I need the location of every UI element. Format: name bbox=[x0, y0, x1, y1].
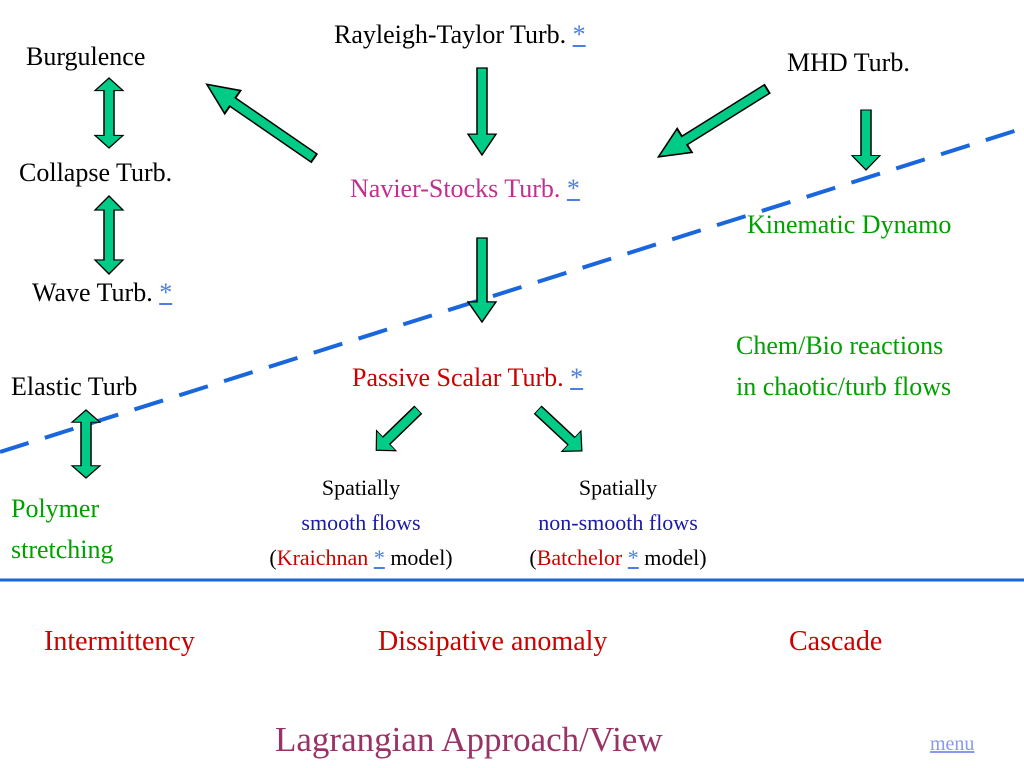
batchelor-label: Batchelor bbox=[536, 545, 623, 570]
rayleigh-taylor-node: Rayleigh-Taylor Turb. * bbox=[334, 22, 586, 48]
rayleigh-taylor-label: Rayleigh-Taylor Turb. bbox=[334, 20, 567, 49]
arrow-mhd-to-navier bbox=[650, 76, 776, 170]
arrow-passive-to-smooth bbox=[365, 399, 429, 461]
arrow-burgulence-collapse bbox=[94, 77, 124, 149]
elastic-label: Elastic Turb bbox=[11, 372, 138, 401]
cascade-label: Cascade bbox=[789, 626, 883, 657]
nonsmooth-line2: non-smooth flows bbox=[538, 510, 698, 535]
wave-label: Wave Turb. bbox=[32, 278, 153, 307]
dissipative-anomaly-label: Dissipative anomaly bbox=[378, 626, 608, 657]
passive-scalar-link[interactable]: * bbox=[570, 363, 584, 392]
arrow-navier-to-burgulence bbox=[198, 71, 323, 171]
polymer-line1: Polymer bbox=[11, 494, 100, 523]
kraichnan-link[interactable]: * bbox=[373, 545, 385, 570]
nonsmooth-model-line: (Batchelor * model) bbox=[498, 540, 738, 575]
arrow-elastic-polymer bbox=[71, 409, 101, 479]
footer-title: Lagrangian Approach/View bbox=[275, 720, 663, 759]
smooth-paren: ( bbox=[269, 545, 277, 570]
rayleigh-taylor-link[interactable]: * bbox=[572, 20, 586, 49]
smooth-line1: Spatially bbox=[321, 475, 401, 500]
batchelor-link[interactable]: * bbox=[627, 545, 639, 570]
arrow-mhd-to-dynamo bbox=[851, 109, 881, 171]
polymer-line2: stretching bbox=[11, 535, 114, 564]
smooth-model-line: (Kraichnan * model) bbox=[240, 540, 482, 575]
passive-scalar-label: Passive Scalar Turb. bbox=[352, 363, 564, 392]
intermittency-label: Intermittency bbox=[44, 626, 195, 657]
navier-stokes-label: Navier-Stocks Turb. bbox=[350, 174, 561, 203]
mhd-label: MHD Turb. bbox=[787, 48, 910, 77]
wave-link[interactable]: * bbox=[159, 278, 173, 307]
passive-scalar-node: Passive Scalar Turb. * bbox=[352, 365, 583, 391]
smooth-model-word: model) bbox=[390, 545, 453, 570]
navier-stokes-node: Navier-Stocks Turb. * bbox=[350, 176, 580, 202]
chem-bio-line1: Chem/Bio reactions bbox=[736, 331, 944, 360]
smooth-flows-block: Spatially smooth flows (Kraichnan * mode… bbox=[240, 470, 482, 575]
navier-stokes-link[interactable]: * bbox=[566, 174, 580, 203]
nonsmooth-model-word: model) bbox=[644, 545, 707, 570]
smooth-line2: smooth flows bbox=[301, 510, 421, 535]
kinematic-dynamo-label: Kinematic Dynamo bbox=[747, 210, 952, 239]
arrow-rayleigh-to-navier bbox=[467, 67, 497, 156]
wave-node: Wave Turb. * bbox=[32, 280, 172, 306]
nonsmooth-paren: ( bbox=[529, 545, 537, 570]
dashed-boundary-line bbox=[0, 126, 1024, 454]
kraichnan-label: Kraichnan bbox=[276, 545, 369, 570]
arrow-passive-to-nonsmooth bbox=[527, 399, 593, 462]
nonsmooth-line1: Spatially bbox=[578, 475, 658, 500]
collapse-label: Collapse Turb. bbox=[19, 158, 173, 187]
nonsmooth-flows-block: Spatially non-smooth flows (Batchelor * … bbox=[498, 470, 738, 575]
arrow-collapse-wave bbox=[94, 195, 124, 275]
menu-link[interactable]: menu bbox=[930, 733, 975, 755]
burgulence-label: Burgulence bbox=[26, 42, 146, 71]
arrow-navier-to-passive bbox=[467, 237, 497, 323]
chem-bio-line2: in chaotic/turb flows bbox=[736, 372, 952, 401]
